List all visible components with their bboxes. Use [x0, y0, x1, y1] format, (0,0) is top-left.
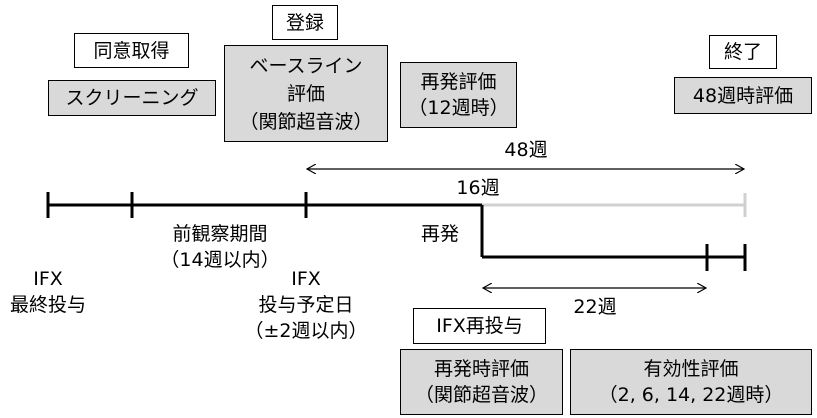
efficacy-eval-label-1: 有効性評価 [643, 358, 739, 380]
relapse-eval-12w-label-2: （12週時） [408, 97, 509, 119]
ifx-planned-dose-label-3: （±2週以内） [244, 320, 368, 342]
relapse-time-eval-box: 再発時評価 （関節超音波） [400, 349, 563, 415]
eval-48w-box: 48週時評価 [674, 77, 812, 114]
relapse-time-eval-label-2: （関節超音波） [414, 384, 548, 406]
baseline-label-1: ベースライン [249, 54, 363, 77]
observation-period-label-1: 前観察期間 [172, 223, 268, 245]
ifx-redose-label: IFX再投与 [436, 315, 523, 337]
relapse-label: 再発 [420, 223, 459, 245]
ifx-last-dose-label-1: IFX [33, 268, 63, 290]
observation-period-label-2: （14週以内） [160, 249, 280, 271]
ifx-redose-box: IFX再投与 [413, 308, 546, 344]
consent-box: 同意取得 [74, 33, 189, 68]
end-box: 終了 [709, 35, 777, 69]
screening-box: スクリーニング [48, 80, 216, 116]
ifx-planned-dose-label-1: IFX [291, 268, 321, 290]
span-22w-label: 22週 [573, 296, 617, 318]
observation-period-label: 前観察期間 （14週以内） [140, 221, 300, 273]
span-48w-label: 48週 [504, 139, 548, 161]
baseline-label-2: 評価 [286, 82, 325, 105]
ifx-last-dose-label-2: 最終投与 [9, 294, 86, 316]
ifx-planned-dose-label: IFX 投与予定日 （±2週以内） [236, 266, 376, 344]
ifx-last-dose-label: IFX 最終投与 [0, 266, 96, 318]
point-16w-label: 16週 [456, 177, 500, 199]
efficacy-eval-box: 有効性評価 （2, 6, 14, 22週時） [570, 349, 812, 415]
registration-box: 登録 [272, 5, 338, 40]
consent-label: 同意取得 [93, 39, 170, 62]
efficacy-eval-label-2: （2, 6, 14, 22週時） [598, 384, 784, 406]
eval-48w-label: 48週時評価 [692, 84, 794, 107]
screening-label: スクリーニング [65, 87, 199, 109]
ifx-planned-dose-label-2: 投与予定日 [258, 294, 354, 316]
baseline-box: ベースライン 評価 （関節超音波） [224, 45, 388, 142]
relapse-eval-12w-box: 再発評価 （12週時） [400, 62, 517, 128]
registration-label: 登録 [285, 11, 324, 34]
relapse-time-eval-label-1: 再発時評価 [433, 358, 529, 380]
end-label: 終了 [723, 41, 762, 63]
relapse-eval-12w-label-1: 再発評価 [420, 71, 497, 93]
baseline-label-3: （関節超音波） [239, 110, 373, 133]
